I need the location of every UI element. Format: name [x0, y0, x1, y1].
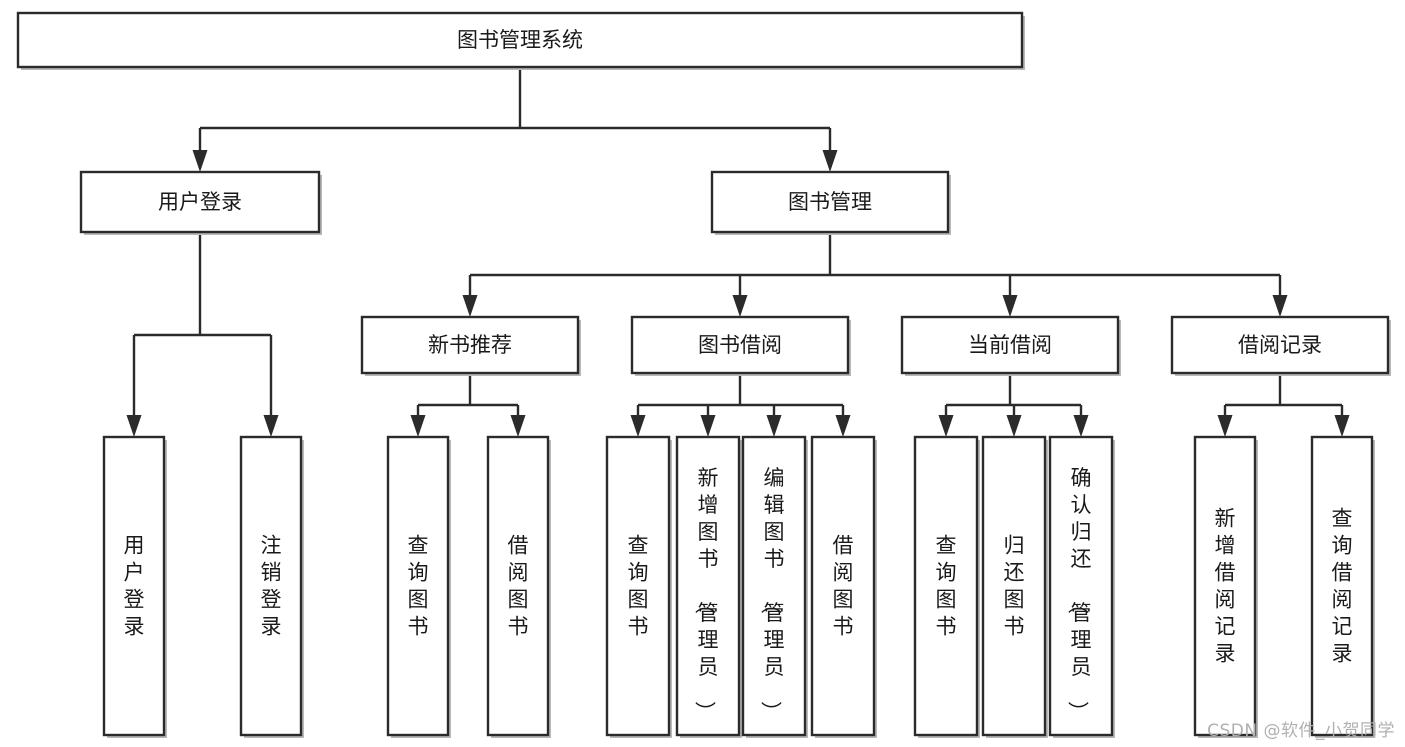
node-label: 归还图书 [1004, 534, 1025, 639]
node-box[interactable] [239, 435, 303, 737]
node-label: 查询图书 [408, 534, 429, 639]
node-box[interactable] [79, 170, 321, 234]
node-label: 图书借阅 [698, 333, 782, 357]
node-leaf-confirm-return[interactable]: 确认归还（管理员） [1048, 435, 1115, 738]
node-box[interactable] [981, 435, 1047, 737]
node-label: 查询图书 [628, 534, 649, 639]
node-box[interactable] [386, 435, 450, 737]
node-box[interactable] [900, 315, 1120, 375]
node-label: 编辑图书（管理员） [759, 466, 785, 722]
node-leaf-add-record[interactable]: 新增借阅记录 [1193, 435, 1258, 738]
node-label: 图书管理系统 [457, 28, 583, 52]
connector-group-root [192, 67, 838, 172]
node-label: 确认归还（管理员） [1066, 466, 1092, 722]
node-leaf-query-book-1[interactable]: 查询图书 [386, 435, 451, 738]
node-leaf-query-book-2[interactable]: 查询图书 [605, 435, 672, 738]
nodes-layer: 图书管理系统用户登录图书管理新书推荐图书借阅当前借阅借阅记录用户登录注销登录查询… [16, 11, 1391, 738]
node-leaf-logout[interactable]: 注销登录 [239, 435, 304, 738]
connector-group-current-borrow [938, 373, 1089, 437]
node-leaf-query-record[interactable]: 查询借阅记录 [1310, 435, 1375, 738]
node-box[interactable] [1170, 315, 1390, 375]
node-current-borrow[interactable]: 当前借阅 [900, 315, 1121, 376]
node-label: 新书推荐 [428, 333, 512, 357]
node-box[interactable] [360, 315, 580, 375]
node-label: 注销登录 [261, 534, 282, 639]
node-label: 借阅图书 [833, 534, 854, 639]
node-box[interactable] [102, 435, 166, 737]
node-box[interactable] [710, 170, 950, 234]
node-box[interactable] [741, 435, 807, 737]
node-leaf-edit-book[interactable]: 编辑图书（管理员） [741, 435, 808, 738]
node-label: 用户登录 [124, 534, 145, 639]
node-leaf-return-book[interactable]: 归还图书 [981, 435, 1048, 738]
node-borrow-record[interactable]: 借阅记录 [1170, 315, 1391, 376]
node-label: 新增图书（管理员） [693, 466, 719, 722]
node-label: 查询图书 [936, 534, 957, 639]
connector-group-book-manage [462, 232, 1288, 317]
node-box[interactable] [810, 435, 876, 737]
connector-group-borrow-record [1217, 373, 1350, 437]
node-root[interactable]: 图书管理系统 [16, 11, 1025, 70]
node-label: 当前借阅 [968, 333, 1052, 357]
node-box[interactable] [605, 435, 671, 737]
node-label: 新增借阅记录 [1215, 507, 1236, 666]
node-label: 借阅记录 [1238, 333, 1322, 357]
node-label: 借阅图书 [508, 534, 529, 639]
node-box[interactable] [1310, 435, 1374, 737]
node-book-manage[interactable]: 图书管理 [710, 170, 951, 235]
node-box[interactable] [913, 435, 979, 737]
node-leaf-borrow-book-2[interactable]: 借阅图书 [810, 435, 877, 738]
node-leaf-query-book-3[interactable]: 查询图书 [913, 435, 980, 738]
node-box[interactable] [16, 11, 1024, 69]
node-box[interactable] [1193, 435, 1257, 737]
node-box[interactable] [675, 435, 741, 737]
connector-group-user-login [126, 232, 279, 437]
node-user-login[interactable]: 用户登录 [79, 170, 322, 235]
connector-group-new-book-rec [410, 373, 526, 437]
node-label: 查询借阅记录 [1332, 507, 1353, 666]
node-leaf-user-login[interactable]: 用户登录 [102, 435, 167, 738]
node-box[interactable] [486, 435, 550, 737]
node-leaf-add-book[interactable]: 新增图书（管理员） [675, 435, 742, 738]
node-box[interactable] [1048, 435, 1114, 737]
node-leaf-borrow-book-1[interactable]: 借阅图书 [486, 435, 551, 738]
node-label: 图书管理 [788, 190, 872, 214]
node-box[interactable] [630, 315, 850, 375]
connector-group-book-borrow [630, 373, 851, 437]
node-label: 用户登录 [158, 190, 242, 214]
node-new-book-rec[interactable]: 新书推荐 [360, 315, 581, 376]
node-book-borrow[interactable]: 图书借阅 [630, 315, 851, 376]
connectors-layer [126, 67, 1350, 437]
